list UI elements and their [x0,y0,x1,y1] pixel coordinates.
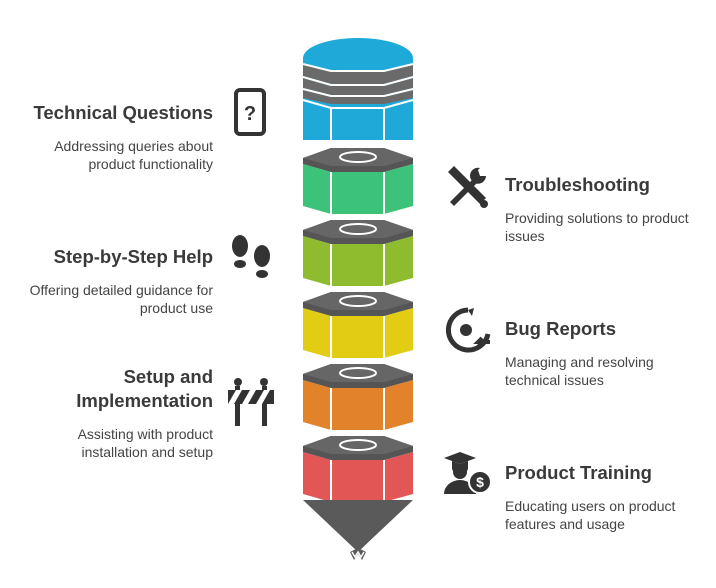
title-bug-reports: Bug Reports [505,318,616,339]
trainer-icon: $ [442,450,494,501]
segment-bug-reports [303,292,413,358]
bug-report-icon [444,306,494,361]
title-technical-questions: Technical Questions [33,102,213,123]
segment-troubleshooting [303,148,413,214]
desc-step-by-step-help: Offering detailed guidance for product u… [29,282,213,316]
desc-setup-and-implementation: Assisting with product installation and … [77,426,213,460]
desc-product-training: Educating users on product features and … [505,498,676,532]
title-setup-and-implementation: Setup and Implementation [76,366,213,411]
title-troubleshooting: Troubleshooting [505,174,650,195]
title-product-training: Product Training [505,462,652,483]
drill-tip [303,500,413,560]
tools-icon [442,162,492,217]
svg-text:?: ? [244,103,256,125]
desc-bug-reports: Managing and resolving technical issues [505,354,654,388]
barrier-icon [226,376,276,433]
segment-step-by-step-help [303,220,413,286]
svg-text:$: $ [476,474,484,490]
segment-technical-questions [302,38,414,140]
desc-technical-questions: Addressing queries about product functio… [54,138,213,172]
desc-troubleshooting: Providing solutions to product issues [505,210,689,244]
segment-setup-and-implementation [303,364,413,430]
footprints-icon [226,234,276,289]
title-step-by-step-help: Step-by-Step Help [53,246,213,267]
segment-product-training [303,436,413,502]
question-phone-icon: ? [233,88,269,143]
